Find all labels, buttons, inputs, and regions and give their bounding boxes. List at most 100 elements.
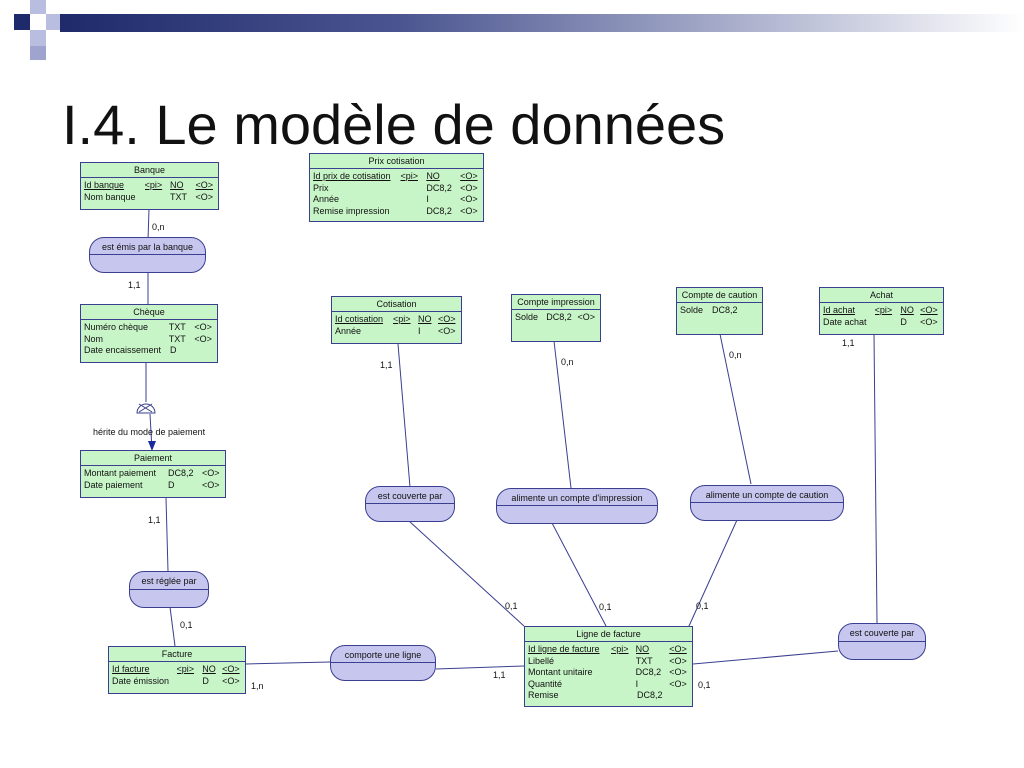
- attr-name: Id ligne de facture: [528, 644, 600, 654]
- entity-title: Achat: [820, 288, 943, 303]
- attr-mandatory: <O>: [920, 305, 938, 315]
- attr-mandatory: <O>: [202, 479, 220, 490]
- entity-title: Facture: [109, 647, 245, 662]
- cardinality: 0,1: [698, 680, 711, 690]
- slide-title: I.4. Le modèle de données: [62, 93, 726, 156]
- entity-facture[interactable]: Facture Id facture <pi> NO <O> Date émissio…: [108, 646, 246, 694]
- entity-paiement[interactable]: Paiement Montant paiement DC8,2 <O> Date p…: [80, 450, 226, 498]
- entity-title: Banque: [81, 163, 218, 178]
- attr-type: NO: [635, 644, 650, 654]
- attr-type: TXT: [170, 191, 188, 202]
- attr-type: D: [900, 316, 907, 327]
- attr-type: NO: [900, 305, 914, 315]
- attr-type: I: [418, 325, 421, 336]
- attr-name: Id banque: [84, 180, 125, 190]
- attr-mandatory: <O>: [222, 664, 240, 674]
- assoc-label: est réglée par: [130, 572, 208, 590]
- assoc-est-couverte-par-cotisation[interactable]: est couverte par: [365, 486, 455, 522]
- assoc-est-reglee-par[interactable]: est réglée par: [129, 571, 209, 608]
- attr-name: Année: [335, 325, 362, 336]
- attr-name: Montant paiement: [84, 468, 157, 478]
- cardinality: 1,1: [128, 280, 141, 290]
- assoc-label: alimente un compte de caution: [691, 486, 843, 503]
- entity-title: Ligne de facture: [525, 627, 692, 642]
- logo-square-2: [30, 0, 46, 14]
- attr-mandatory: <O>: [669, 667, 687, 677]
- assoc-label: alimente un compte d'impression: [497, 489, 657, 506]
- attr-mandatory: <O>: [920, 316, 938, 327]
- logo-square-1: [14, 14, 30, 30]
- attr-type: DC8,2: [635, 667, 662, 677]
- inheritance-arrow-icon: [148, 441, 156, 451]
- entity-prix-cotisation[interactable]: Prix cotisation Id prix de cotisation<pi…: [309, 153, 484, 222]
- attr-name: Remise: [528, 690, 559, 700]
- assoc-alimente-compte-caution[interactable]: alimente un compte de caution: [690, 485, 844, 521]
- attr-name: Solde: [515, 312, 539, 322]
- header-gradient-bar: [60, 14, 1024, 32]
- logo-square-3: [30, 30, 46, 46]
- attr-type: DC8,2: [546, 312, 572, 322]
- attr-type: D: [170, 345, 177, 355]
- attr-mandatory: <O>: [669, 644, 687, 654]
- attr-name: Montant unitaire: [528, 667, 593, 677]
- assoc-alimente-compte-impression[interactable]: alimente un compte d'impression: [496, 488, 658, 524]
- assoc-label: est couverte par: [839, 624, 925, 642]
- cardinality: 0,n: [152, 222, 165, 232]
- assoc-est-couverte-par-achat[interactable]: est couverte par: [838, 623, 926, 660]
- cardinality: 0,1: [696, 601, 709, 611]
- link-paiement-reglee: [165, 497, 169, 572]
- link-impression-alimente: [553, 340, 572, 489]
- attr-mandatory: <O>: [438, 314, 456, 324]
- attr-type: DC8,2: [426, 205, 452, 216]
- cardinality: 0,1: [180, 620, 193, 630]
- cardinality: 1,1: [148, 515, 161, 525]
- attr-mandatory: <O>: [460, 182, 478, 193]
- link-caution-alimente: [719, 333, 752, 485]
- link-alimente-caution-ligne: [688, 519, 738, 627]
- entity-title: Cotisation: [332, 297, 461, 312]
- link-comporte-ligne: [435, 665, 525, 670]
- cardinality: 1,n: [251, 681, 264, 691]
- attr-type: NO: [170, 180, 184, 190]
- attr-type: DC8,2: [637, 690, 663, 700]
- attr-type: NO: [202, 664, 216, 674]
- attr-type: DC8,2: [168, 468, 194, 478]
- attr-mandatory: <O>: [195, 180, 213, 190]
- attr-type: NO: [426, 171, 440, 181]
- attr-name: Date paiement: [84, 479, 143, 490]
- link-facture-comporte: [245, 661, 331, 665]
- attr-type: TXT: [168, 322, 186, 332]
- attr-name: Id facture: [112, 664, 150, 674]
- attr-type: TXT: [168, 333, 186, 344]
- attr-type: D: [168, 479, 175, 490]
- cardinality: 1,1: [842, 338, 855, 348]
- attr-name: Solde: [680, 305, 704, 315]
- attr-mandatory: <O>: [194, 322, 212, 332]
- attr-mandatory: <O>: [669, 655, 687, 666]
- attr-name: Nom: [84, 333, 104, 344]
- cardinality: 0,n: [729, 350, 742, 360]
- attr-name: Date émission: [112, 675, 170, 686]
- cardinality: 1,1: [380, 360, 393, 370]
- attr-mandatory: <O>: [222, 675, 240, 686]
- assoc-est-emis-par-la-banque[interactable]: est émis par la banque: [89, 237, 206, 273]
- entity-title: Paiement: [81, 451, 225, 466]
- logo-square-4: [46, 14, 60, 30]
- attr-key: <pi>: [176, 664, 195, 674]
- entity-ligne-facture[interactable]: Ligne de facture Id ligne de facture<pi>…: [524, 626, 693, 707]
- attr-key: <pi>: [144, 180, 163, 190]
- attr-mandatory: <O>: [669, 678, 687, 689]
- assoc-comporte-une-ligne[interactable]: comporte une ligne: [330, 645, 436, 681]
- entity-title: Chèque: [81, 305, 217, 320]
- attr-name: Id cotisation: [335, 314, 384, 324]
- attr-name: Id achat: [823, 305, 856, 315]
- attr-mandatory: <O>: [577, 312, 595, 322]
- attr-name: Numéro chèque: [84, 322, 149, 332]
